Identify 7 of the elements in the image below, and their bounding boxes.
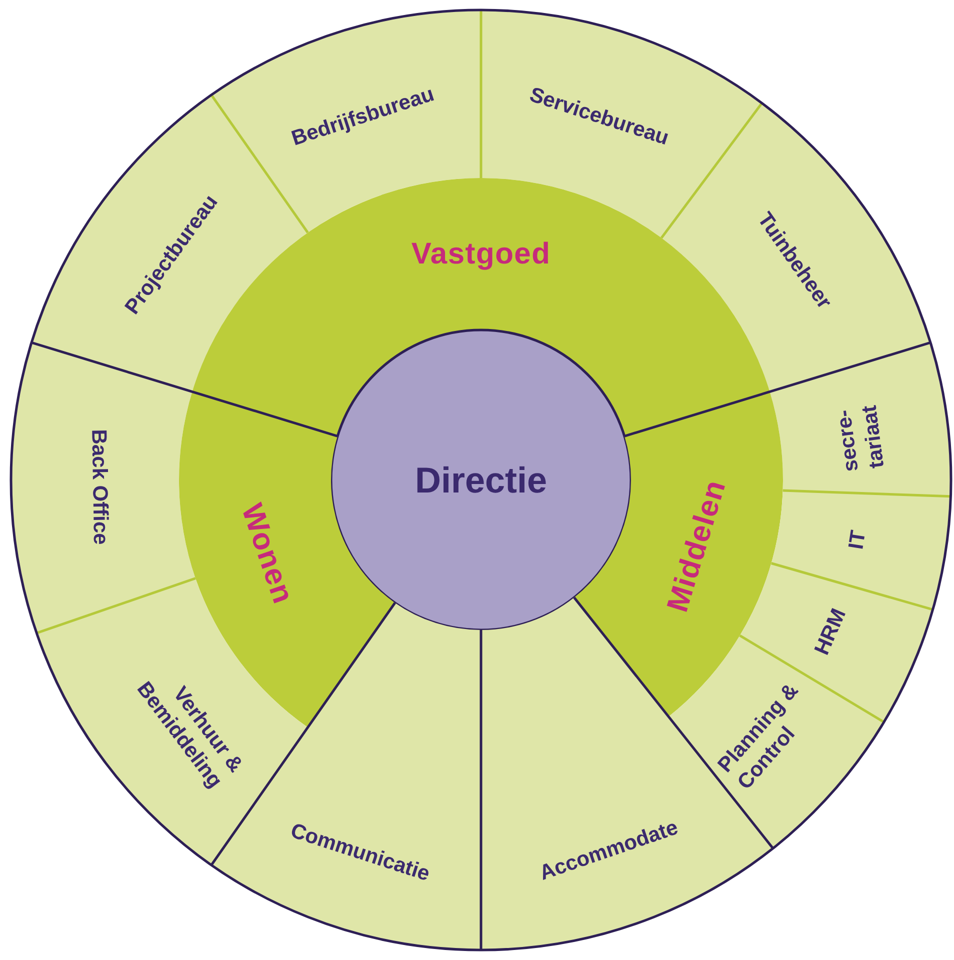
segment-label: Vastgoed <box>411 236 551 272</box>
segment-label: secre- tariaat <box>830 403 890 474</box>
segment-label: HRM <box>810 605 852 660</box>
segment-label: IT <box>844 528 872 552</box>
segment-label: Directie <box>414 458 548 502</box>
segment-label: Wonen <box>234 498 301 608</box>
segment-label: Back Office <box>86 428 114 545</box>
